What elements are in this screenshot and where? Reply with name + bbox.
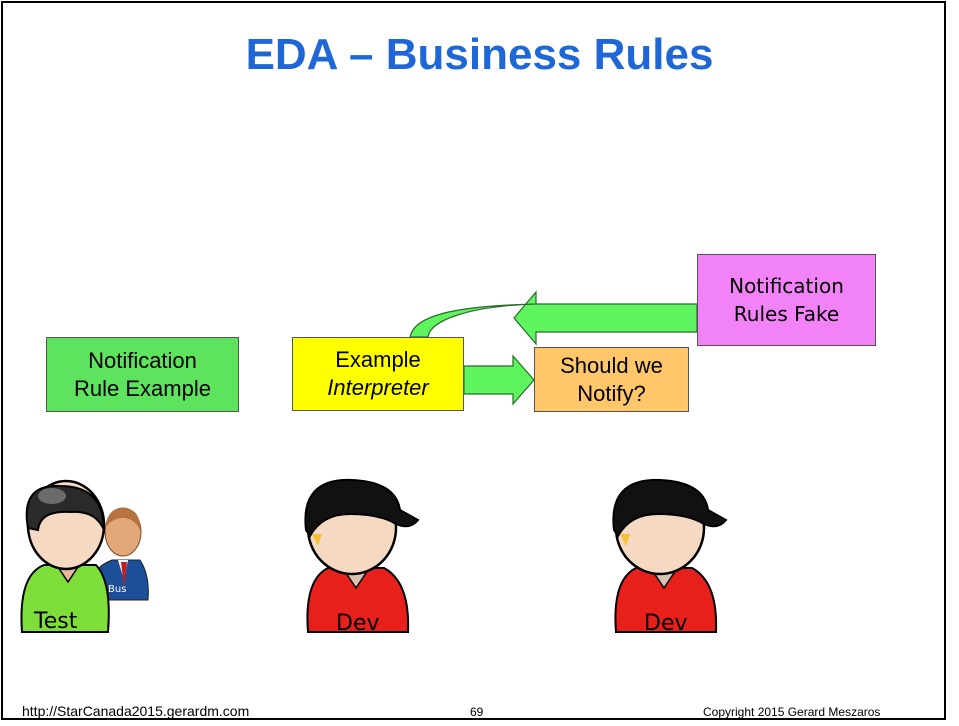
tester-shirt-label: Test [33, 609, 78, 634]
slide-border [1, 1, 946, 720]
footer-url: http://StarCanada2015.gerardm.com [22, 703, 250, 719]
dev2-shirt-label: Dev [644, 611, 688, 636]
notification-rules-fake-box: Notification Rules Fake [697, 254, 876, 346]
arrow-interpreter-to-notify [463, 354, 535, 406]
business-badge-label: Bus [108, 584, 126, 595]
box-label-line1: Should we [560, 352, 663, 378]
example-interpreter-box: Example Interpreter [292, 337, 464, 411]
footer-copyright: Copyright 2015 Gerard Meszaros [703, 705, 881, 719]
page-number: 69 [470, 705, 484, 719]
notification-rule-example-box: Notification Rule Example [46, 337, 239, 412]
dev1-shirt-label: Dev [336, 611, 380, 636]
arrow-curved-body [409, 290, 698, 346]
should-we-notify-box: Should we Notify? [534, 347, 689, 412]
box-label-line1: Notification [729, 274, 844, 298]
box-label-line2: Rule Example [74, 375, 211, 401]
box-label-line1: Example [335, 347, 421, 372]
developer-person-icon: Dev [304, 478, 420, 636]
developer-person-icon: Dev [612, 478, 728, 636]
box-label-line1: Notification [88, 347, 197, 373]
box-label-line2: Rules Fake [733, 302, 840, 326]
tester-person-icon: Test [20, 479, 110, 634]
slide-title: EDA – Business Rules [245, 30, 714, 79]
box-label-line2: Interpreter [327, 375, 429, 400]
box-label-line2: Notify? [577, 380, 646, 406]
